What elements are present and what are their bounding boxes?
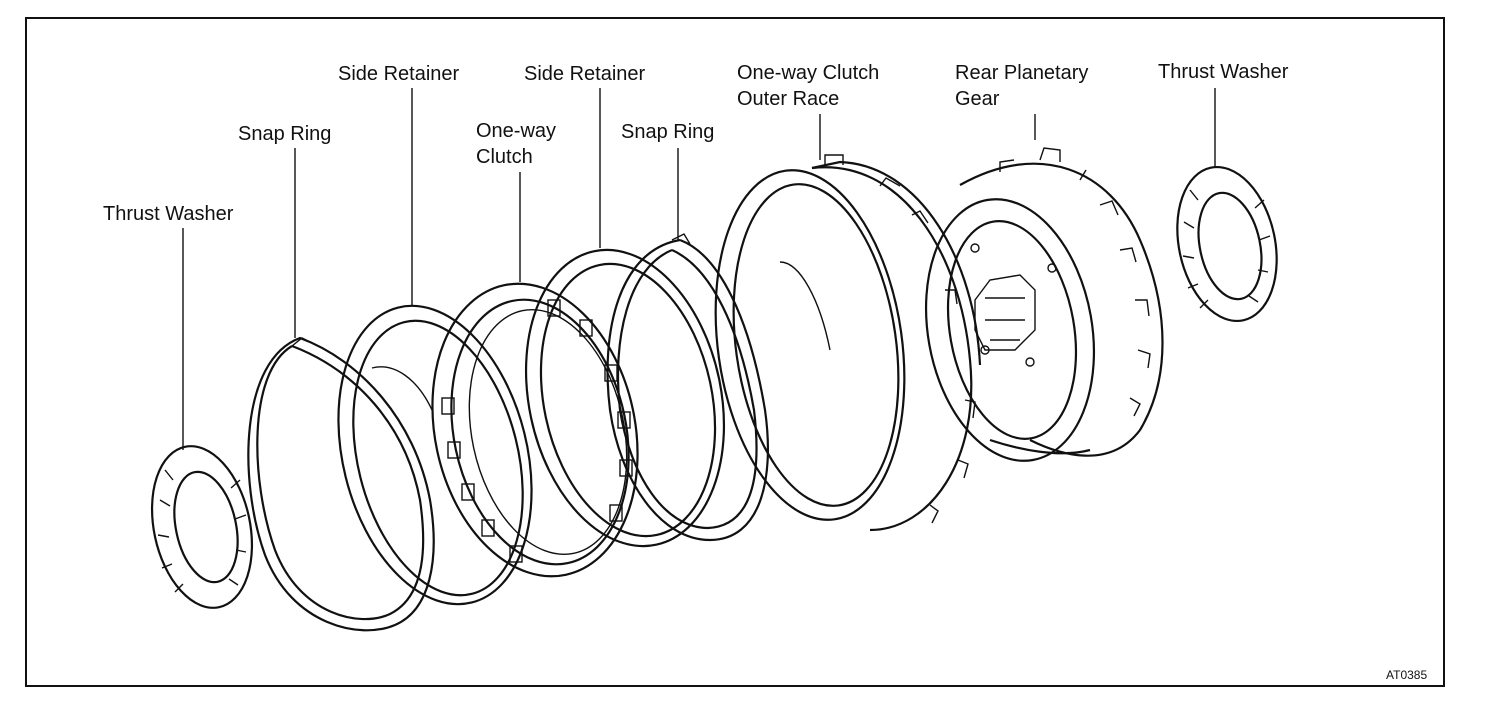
label-side-retainer-right: Side Retainer: [524, 63, 646, 85]
label-side-retainer-left: Side Retainer: [338, 63, 460, 85]
label-rear-planetary-gear: Rear Planetary Gear: [955, 60, 1088, 112]
snap-ring-left-part: [247, 336, 435, 632]
label-one-way-clutch: One-way Clutch: [476, 118, 556, 170]
thrust-washer-left-part: [150, 445, 254, 609]
label-outer-race-line2: Outer Race: [737, 88, 840, 110]
one-way-clutch-part: [431, 282, 639, 578]
label-rear-planetary-gear-line2: Gear: [955, 88, 1000, 110]
snap-ring-right-part: [606, 233, 769, 542]
label-rear-planetary-gear-line1: Rear Planetary: [955, 62, 1089, 84]
diagram-frame: [25, 17, 1445, 687]
label-outer-race: One-way Clutch Outer Race: [737, 60, 879, 112]
label-snap-ring-right: Snap Ring: [621, 121, 715, 143]
label-thrust-washer-left: Thrust Washer: [103, 203, 234, 225]
label-one-way-clutch-line1: One-way: [476, 120, 557, 142]
side-retainer-right-part: [524, 248, 726, 548]
outer-race-part: [714, 154, 982, 532]
thrust-washer-right-part: [1176, 165, 1278, 323]
label-outer-race-line1: One-way Clutch: [737, 62, 880, 84]
label-thrust-washer-right: Thrust Washer: [1158, 61, 1289, 83]
label-snap-ring-left: Snap Ring: [238, 123, 332, 145]
leader-lines: [182, 88, 1216, 450]
figure-code: AT0385: [1386, 668, 1428, 682]
label-one-way-clutch-line2: Clutch: [476, 146, 533, 168]
rear-planetary-gear-part: [924, 147, 1164, 462]
side-retainer-left-part: [337, 304, 533, 606]
